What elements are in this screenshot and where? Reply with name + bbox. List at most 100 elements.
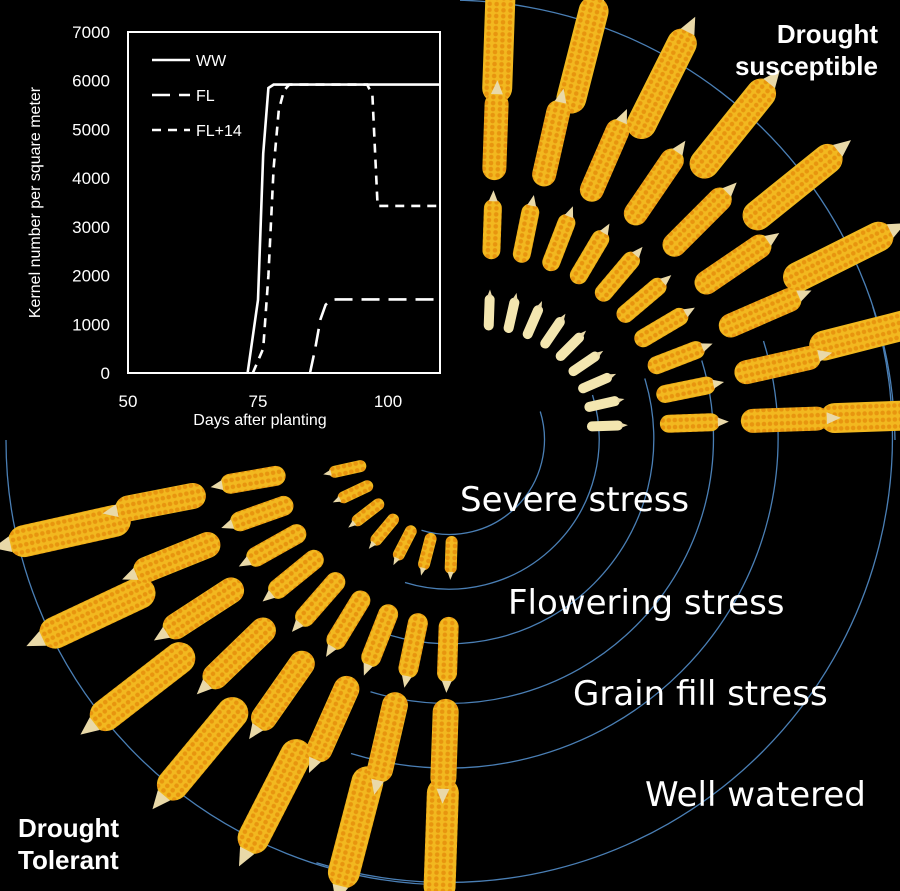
corn-ear (594, 246, 643, 302)
y-tick-label: 1000 (72, 315, 110, 334)
corn-ear (326, 590, 371, 657)
corn-ear (659, 413, 729, 433)
severe-stress-label: Severe stress (460, 480, 690, 520)
susceptible-line-2: susceptible (734, 51, 878, 81)
aborted-ear (503, 292, 520, 333)
tolerant-line-2: Tolerant (18, 845, 119, 875)
corn-ear (694, 233, 780, 295)
corn-ear (556, 0, 609, 114)
corn-ear (783, 221, 900, 292)
corn-ear (80, 642, 196, 735)
corn-ear (348, 498, 385, 528)
legend-label: FL (196, 88, 215, 105)
aborted-ear (555, 330, 587, 362)
corn-ear (398, 613, 428, 688)
corn-ear (482, 80, 509, 181)
corn-ear (237, 739, 313, 867)
corn-ear (0, 504, 131, 558)
corn-ear (542, 206, 576, 272)
corn-ear (662, 182, 737, 257)
corn-ear (819, 399, 900, 434)
y-tick-label: 6000 (72, 72, 110, 91)
y-tick-label: 3000 (72, 218, 110, 237)
y-axis-label: Kernel number per square meter (27, 86, 44, 318)
stress-arc (316, 306, 894, 884)
corn-ear (532, 88, 571, 187)
stress-arc (350, 340, 779, 769)
corn-ear (740, 406, 841, 433)
corn-ear (718, 288, 812, 338)
kernel-chart: 0 1000 2000 3000 4000 5000 6000 7000 50 75 100Days… (0, 0, 460, 440)
corn-ear (221, 495, 294, 532)
grain-fill-stress-label: Grain fill stress (573, 674, 828, 714)
corn-ear (647, 341, 713, 375)
x-tick-label: 50 (119, 392, 138, 411)
corn-ear (430, 698, 459, 804)
corn-ear (616, 275, 672, 323)
corn-ear (332, 480, 374, 504)
aborted-ear (584, 396, 625, 412)
corn-ear (734, 346, 833, 385)
susceptible-line-1: Drought (776, 19, 878, 49)
aborted-ear (586, 420, 628, 432)
corn-ear (742, 140, 851, 231)
y-tick-label: 0 (101, 364, 110, 383)
corn-ear (482, 0, 516, 104)
corn-ear (512, 194, 540, 263)
corn-ear (626, 16, 697, 140)
tolerant-line-1: Drought (18, 813, 120, 843)
corn-ear (392, 525, 417, 566)
corn-ear (196, 617, 276, 695)
stress-arc (370, 360, 715, 705)
corn-ear (367, 692, 408, 795)
corn-ear (153, 577, 245, 641)
x-tick-label: 75 (249, 392, 268, 411)
y-tick-label: 4000 (72, 169, 110, 188)
corn-ear (423, 777, 459, 891)
corn-ear (323, 460, 367, 478)
corn-ear (262, 549, 324, 602)
corn-ear (809, 308, 900, 361)
stress-arc (421, 411, 546, 536)
corn-ear (579, 109, 630, 202)
corn-ear (210, 465, 286, 494)
series-line-fl (308, 298, 440, 374)
flowering-stress-label: Flowering stress (508, 583, 785, 623)
corn-ear (327, 766, 384, 891)
well-watered-label: Well watered (645, 775, 866, 815)
plot-frame (127, 31, 441, 374)
aborted-ear (522, 301, 544, 340)
corn-ear (361, 604, 399, 676)
corn-ear (306, 675, 360, 773)
stress-arc (404, 394, 600, 590)
y-tick-label: 2000 (72, 267, 110, 286)
chart-root: 0 1000 2000 3000 4000 5000 6000 7000 50 75 100Days… (0, 0, 460, 440)
corn-ear (437, 616, 459, 693)
series-line-fl-14 (251, 83, 440, 374)
corn-ear (634, 307, 695, 348)
corn-ear (623, 140, 686, 226)
y-tick-label: 7000 (72, 23, 110, 42)
legend-label: FL+14 (196, 123, 242, 140)
corn-ear (444, 535, 458, 580)
corn-ear (482, 190, 502, 260)
corn-ear (368, 513, 400, 549)
legend-label: WW (196, 53, 227, 70)
corn-ear (26, 577, 156, 649)
aborted-ear (578, 372, 617, 394)
corn-ear (238, 524, 307, 567)
corn-ear (152, 697, 249, 810)
corn-ear (122, 532, 221, 583)
corn-ear (102, 482, 206, 522)
aborted-ear (540, 313, 566, 349)
x-tick-label: 100 (374, 392, 402, 411)
y-tick-label: 5000 (72, 120, 110, 139)
x-axis-label: Days after planting (193, 412, 326, 429)
drought-tolerant-label: Drought Tolerant (18, 812, 119, 876)
chart-background (0, 0, 460, 440)
corn-ear (689, 70, 780, 179)
corn-ear (249, 650, 315, 740)
aborted-ear (568, 350, 604, 377)
